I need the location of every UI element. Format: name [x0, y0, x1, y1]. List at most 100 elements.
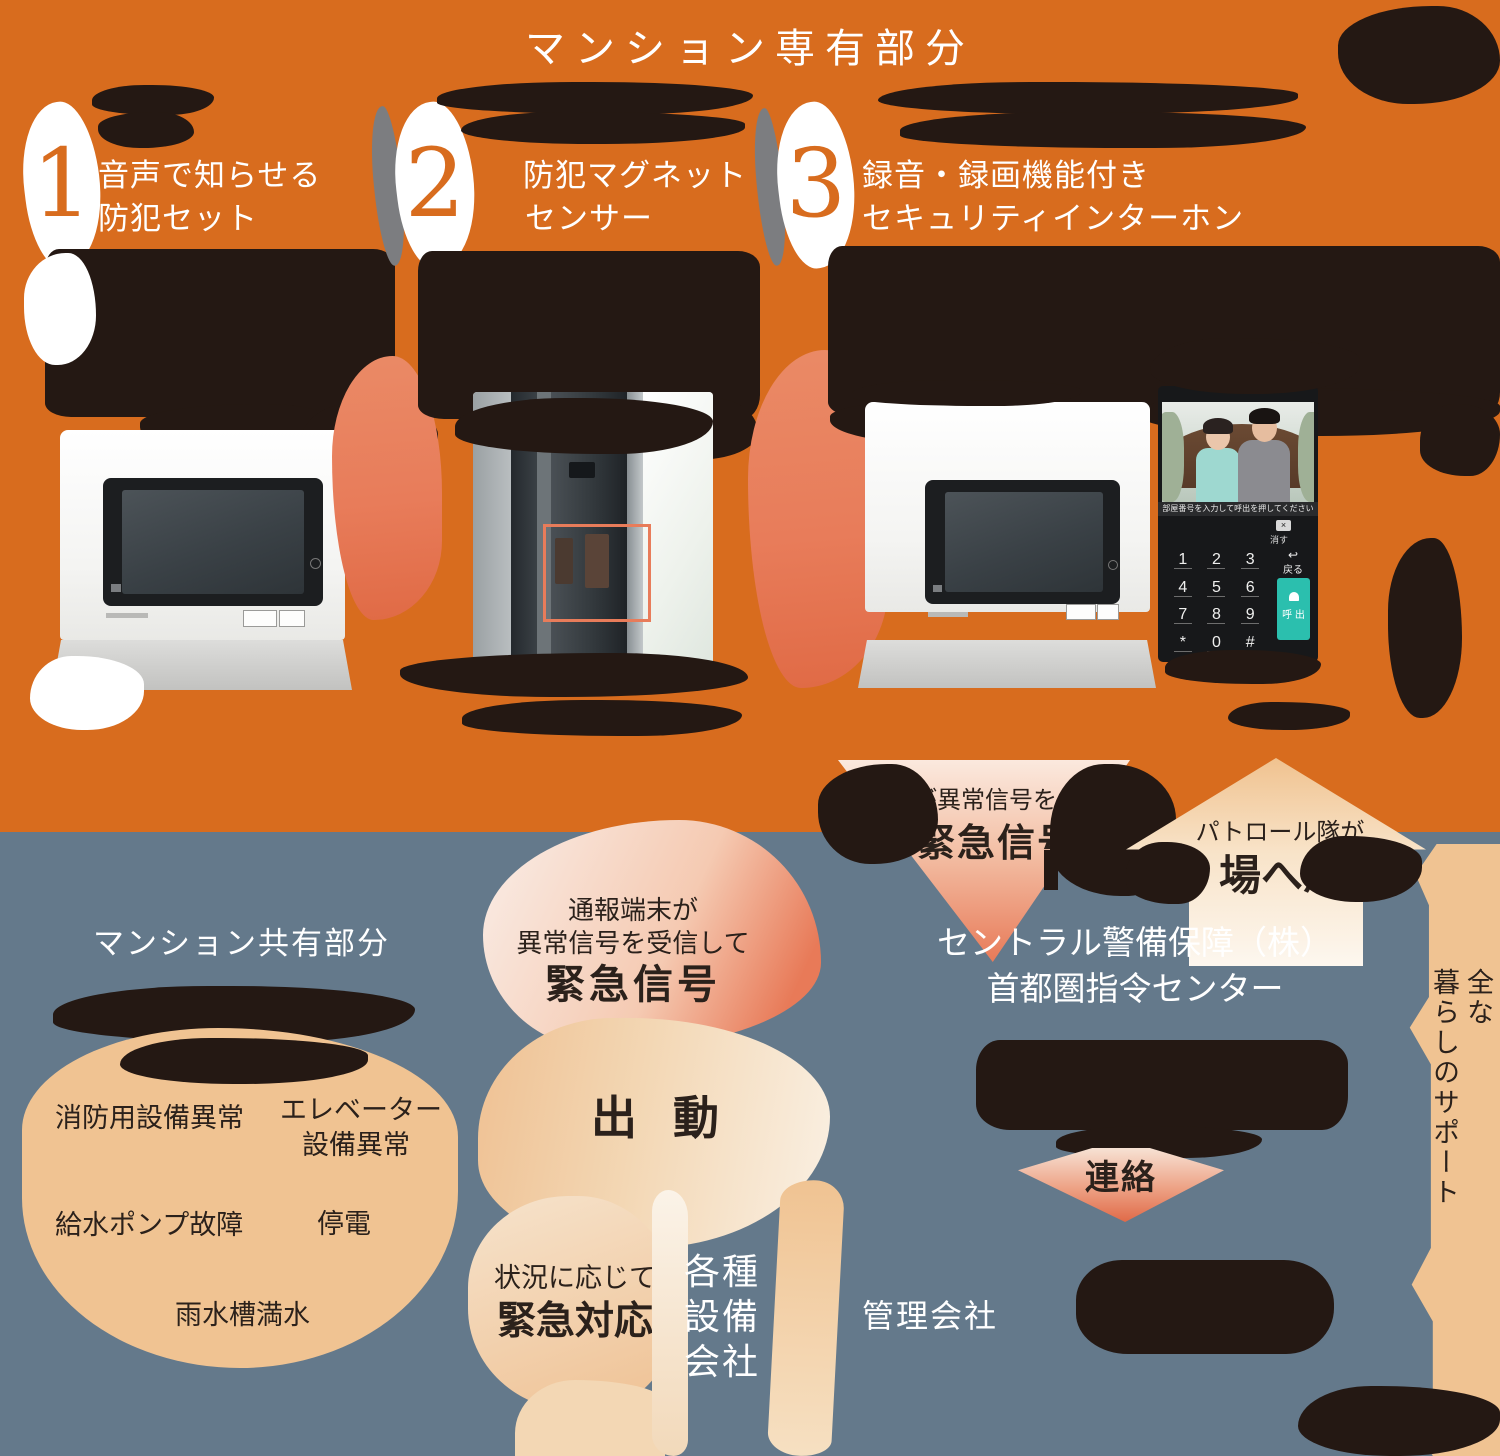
item3-heading-redacted: [878, 82, 1298, 114]
key-6: 6: [1233, 576, 1267, 603]
item2-caption-redacted: [462, 700, 742, 736]
panel-call-button: 呼 出: [1277, 578, 1310, 640]
item3-subtitle-line2: セキュリティインターホン: [862, 201, 1245, 237]
contact-label: 連絡: [1085, 1158, 1157, 1198]
shared-heading-redacted: [120, 1038, 368, 1084]
item2-caption-redacted: [400, 653, 748, 697]
cream-ribbon: [652, 1190, 688, 1456]
person-silhouette: [1238, 440, 1290, 502]
item2-number: 2: [404, 129, 466, 239]
left-signal-line2: 異常信号を受信して: [516, 929, 750, 959]
clear-icon: ×: [1276, 520, 1291, 531]
item1-white-fragment: [24, 253, 96, 365]
item2-paragraph-redacted: [455, 398, 713, 454]
item1-subtitle-line2: 防犯セット: [98, 201, 258, 237]
panel-back-label: 戻る: [1283, 565, 1303, 576]
item3-paragraph-redacted: [1420, 404, 1500, 476]
corner-redacted: [1338, 6, 1500, 104]
key-8: 8: [1200, 603, 1234, 630]
sensor-highlight-box: [543, 524, 651, 622]
item3-heading-redacted: [900, 112, 1306, 148]
management-label: 管理会社: [862, 1297, 999, 1335]
item3-paragraph-redacted: [1150, 338, 1360, 394]
item1-caption-white-fragment: [30, 656, 144, 730]
key-9: 9: [1233, 603, 1267, 630]
alert-elevator: 設備異常: [302, 1130, 410, 1161]
home-button-icon: [310, 558, 321, 569]
patrol-redacted: [1126, 842, 1210, 904]
equipment-line1: 各種: [684, 1252, 761, 1293]
key-2: 2: [1200, 548, 1234, 575]
side-note-line1: ２社が連携し、より安全な: [1462, 968, 1493, 1028]
alert-elevator: エレベーター: [280, 1095, 442, 1126]
item3-caption-redacted: [1165, 650, 1321, 684]
side-note-line2: 暮らしのサポート: [1428, 968, 1459, 1208]
panel-hint-bar: 部屋番号を入力して呼出を押してください: [1158, 502, 1318, 516]
item2-heading-redacted: [461, 112, 745, 144]
item2-heading-redacted: [437, 82, 753, 114]
key-5: 5: [1200, 576, 1234, 603]
shared-section-title: マンション共有部分: [93, 926, 390, 962]
left-signal-line1: 通報端末が: [567, 896, 698, 926]
item1-heading-redacted: [98, 112, 194, 148]
center-name-line2: 首都圏指令センター: [986, 969, 1284, 1008]
bell-icon: [1289, 592, 1299, 601]
alert-pump: 給水ポンプ故障: [55, 1210, 244, 1241]
item3-caption-redacted: [1228, 702, 1350, 730]
person-silhouette: [1196, 448, 1240, 502]
shared-alert-cloud: [22, 1028, 458, 1368]
response-ribbon: [515, 1380, 665, 1456]
left-signal-big: 緊急信号: [545, 961, 721, 1008]
item3-paragraph-redacted: [852, 380, 1082, 406]
panel-clear-label: 消す: [1270, 535, 1289, 545]
left-signal-blob: [483, 820, 821, 1050]
magnet-sensor-block: [555, 538, 573, 584]
item1-device-screen: [122, 490, 304, 594]
key-1: 1: [1166, 548, 1200, 575]
item3-entrance-panel-photo: 部屋番号を入力して呼出を押してください × 消す 1 2 3 4 5 6 7 8…: [1158, 386, 1318, 662]
item2-paragraph-redacted: [418, 251, 760, 419]
alert-fire: 消防用設備異常: [55, 1103, 244, 1134]
item1-heading-redacted: [92, 85, 214, 115]
speaker-icon: [933, 585, 942, 592]
brand-mark: [928, 612, 968, 617]
item3-subtitle-line1: 録音・録画機能付き: [862, 158, 1150, 194]
alarm-stop-label: [1066, 604, 1096, 620]
equipment-line3: 会社: [684, 1342, 761, 1383]
alarm-stop-label: [243, 610, 277, 627]
right-redacted: [1388, 538, 1462, 718]
key-3: 3: [1233, 548, 1267, 575]
right-signal-redacted: [818, 764, 938, 864]
dispatch-label: 出 動: [590, 1091, 729, 1145]
visitor-photo: [1162, 402, 1314, 502]
patrol-redacted: [1300, 836, 1422, 902]
response-big: 緊急対応: [496, 1298, 653, 1344]
emergency-label: [279, 610, 305, 627]
equipment-line2: 設備: [684, 1297, 761, 1338]
key-star: *: [1166, 631, 1200, 658]
brand-mark: [106, 613, 148, 618]
center-name-line1: セントラル警備保障（株）: [937, 923, 1333, 962]
alert-rain: 雨水槽満水: [175, 1300, 310, 1331]
magnet-sensor-block: [585, 534, 609, 588]
item1-subtitle-line1: 音声で知らせる: [98, 158, 322, 194]
corner-redacted: [1298, 1386, 1500, 1456]
right-signal-redacted: [1044, 850, 1058, 890]
key-4: 4: [1166, 576, 1200, 603]
item2-subtitle-line1: 防犯マグネット: [523, 158, 747, 194]
item1-number: 1: [31, 129, 93, 239]
item2-subtitle-line2: センサー: [525, 201, 653, 237]
emergency-label: [1097, 604, 1119, 620]
back-icon: ↩: [1287, 548, 1299, 562]
panel-keypad: 1 2 3 4 5 6 7 8 9 * 0 #: [1166, 548, 1268, 658]
speaker-icon: [111, 584, 121, 592]
exclusive-section-title: マンション専有部分: [525, 26, 975, 72]
management-logo-redacted: [1076, 1260, 1334, 1354]
center-logo-redacted: [976, 1040, 1348, 1130]
item1-paragraph-redacted: [45, 249, 395, 417]
key-7: 7: [1166, 603, 1200, 630]
response-blob: [468, 1196, 678, 1411]
response-line1: 状況に応じて: [494, 1263, 656, 1294]
alert-power: 停電: [317, 1209, 371, 1240]
